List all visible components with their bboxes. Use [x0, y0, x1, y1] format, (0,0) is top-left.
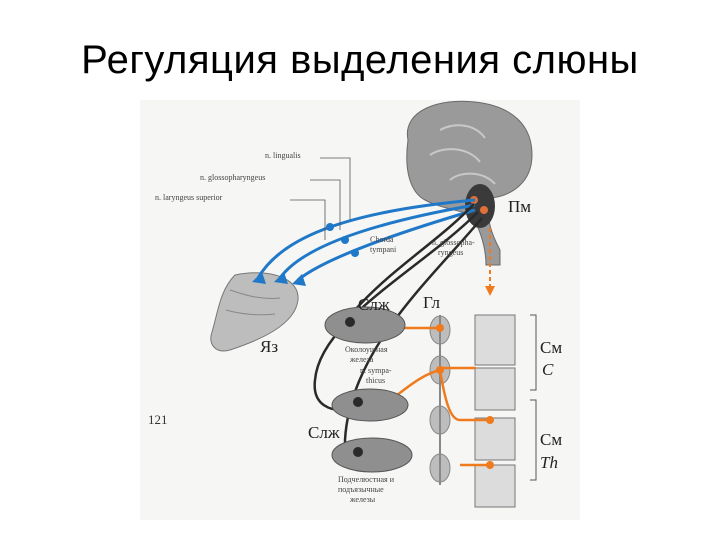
- label-sub-1: Подчелюстная и: [338, 475, 395, 484]
- label-slzh-bottom: Слж: [308, 423, 340, 442]
- label-sub-2: подъязычные: [338, 485, 384, 494]
- label-sm-bottom: См: [540, 430, 562, 449]
- label-th: Th: [540, 453, 558, 472]
- salivation-diagram: n. lingualis n. glossopharyngeus n. lary…: [140, 100, 580, 520]
- spinal-cord-segments: [474, 314, 516, 508]
- tongue-icon: [210, 272, 299, 352]
- label-lingualis: n. lingualis: [265, 151, 301, 160]
- label-chorda-tympani: tympani: [370, 245, 397, 254]
- label-laryngeus: n. laryngeus superior: [155, 193, 223, 202]
- diagram-svg: n. lingualis n. glossopharyngeus n. lary…: [148, 100, 562, 508]
- label-slzh-top: Слж: [358, 295, 390, 314]
- sublingual-gland: [331, 437, 413, 473]
- label-chorda: Chorda: [370, 235, 394, 244]
- nucleus-dot-2: [480, 206, 488, 214]
- label-sympathicus-2: thicus: [366, 376, 385, 385]
- label-pm: Пм: [508, 197, 531, 216]
- label-sub-3: железы: [349, 495, 376, 504]
- figure-number: 121: [148, 412, 168, 427]
- label-glosso-short-2: ryngeus: [438, 248, 463, 257]
- label-parotid-1: Околоушная: [345, 345, 388, 354]
- descending-arrow: [485, 286, 495, 296]
- label-parotid-2: железа: [349, 355, 374, 364]
- label-sympathicus-1: n. sympa-: [360, 366, 392, 375]
- label-gl: Гл: [423, 293, 441, 312]
- label-yaz: Яз: [260, 337, 278, 356]
- label-sm-top: См: [540, 338, 562, 357]
- label-c: C: [542, 360, 554, 379]
- afferent-arrowheads: [252, 223, 359, 286]
- submandibular-gland: [331, 388, 409, 422]
- label-glossopharyngeus: n. glossopharyngeus: [200, 173, 265, 182]
- parotid-gland: [324, 306, 406, 344]
- slide-title: Регуляция выделения слюны: [81, 38, 639, 82]
- label-glosso-short-1: n. glossopha-: [432, 238, 475, 247]
- brain-folds: [429, 124, 496, 185]
